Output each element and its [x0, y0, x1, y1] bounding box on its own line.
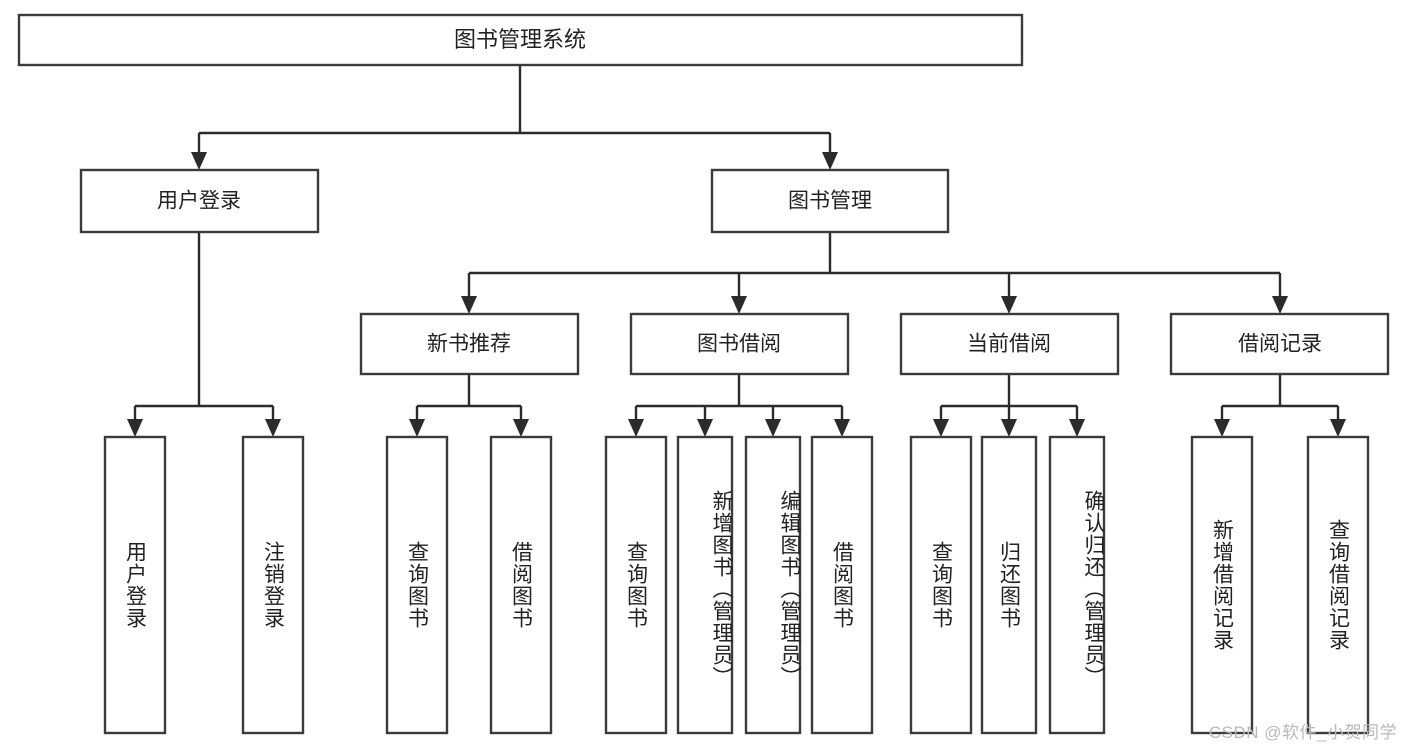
node-user-login-label: 用户登录 — [157, 190, 241, 213]
node-borrow-record-box[interactable] — [1169, 312, 1390, 376]
node-book-management-box[interactable] — [710, 168, 950, 234]
leaf-edit-book-box[interactable] — [744, 435, 802, 735]
leaf-query-book-3-box[interactable] — [909, 435, 973, 735]
arrow-root-to-book-management — [822, 152, 838, 170]
connector-group-book-borrow — [628, 374, 850, 437]
node-borrow-record-label: 借阅记录 — [1238, 333, 1322, 356]
node-book-borrow-label: 图书借阅 — [697, 333, 781, 356]
node-book-borrow-box[interactable] — [629, 312, 850, 376]
csdn-watermark: CSDN @软件_小贺同学 — [1208, 723, 1397, 742]
leaf-add-record-box[interactable] — [1190, 435, 1254, 735]
node-book-management[interactable]: 图书管理 — [710, 168, 950, 234]
connector-group-user-login — [127, 232, 281, 437]
leaf-add-book-box[interactable] — [676, 435, 734, 735]
leaf-user-login-box[interactable] — [103, 435, 167, 735]
arrow-to-leaf-user-login — [127, 419, 143, 437]
arrow-root-to-user-login — [191, 152, 207, 170]
arrow-to-new-book-recommend — [461, 296, 477, 314]
node-new-book-recommend-box[interactable] — [359, 312, 580, 376]
node-user-login[interactable]: 用户登录 — [79, 168, 320, 234]
arrow-to-leaf-add-record — [1214, 419, 1230, 437]
leaf-confirm-return-box[interactable] — [1048, 435, 1106, 735]
arrow-to-current-borrow — [1001, 296, 1017, 314]
arrow-to-book-borrow — [731, 296, 747, 314]
arrow-to-leaf-query-book-3 — [933, 419, 949, 437]
connector-group-book-management — [461, 232, 1288, 314]
leaf-query-book-1-box[interactable] — [385, 435, 449, 735]
connector-group-root — [191, 65, 838, 170]
node-new-book-recommend[interactable]: 新书推荐 — [359, 312, 580, 376]
node-user-login-box[interactable] — [79, 168, 320, 234]
node-book-borrow[interactable]: 图书借阅 — [629, 312, 850, 376]
leaf-user-logout-box[interactable] — [241, 435, 305, 735]
arrow-to-leaf-user-logout — [265, 419, 281, 437]
leaf-borrow-book-1-box[interactable] — [489, 435, 553, 735]
arrow-to-leaf-edit-book — [765, 419, 781, 437]
arrow-to-leaf-borrow-book-1 — [513, 419, 529, 437]
node-current-borrow-label: 当前借阅 — [967, 333, 1051, 356]
leaf-return-book-box[interactable] — [980, 435, 1038, 735]
arrow-to-leaf-borrow-book-2 — [834, 419, 850, 437]
connector-group-borrow-record — [1214, 374, 1346, 437]
connector-group-new-book-recommend — [409, 374, 529, 437]
leaf-query-record-box[interactable] — [1306, 435, 1370, 735]
arrow-to-leaf-query-record — [1330, 419, 1346, 437]
node-current-borrow-box[interactable] — [899, 312, 1120, 376]
arrow-to-leaf-query-book-1 — [409, 419, 425, 437]
node-borrow-record[interactable]: 借阅记录 — [1169, 312, 1390, 376]
connector-group-current-borrow — [933, 374, 1085, 437]
node-root-label: 图书管理系统 — [454, 27, 586, 52]
arrow-to-leaf-confirm-return — [1069, 419, 1085, 437]
node-new-book-recommend-label: 新书推荐 — [427, 333, 511, 356]
arrow-to-leaf-return-book — [1001, 419, 1017, 437]
arrow-to-leaf-query-book-2 — [628, 419, 644, 437]
node-current-borrow[interactable]: 当前借阅 — [899, 312, 1120, 376]
leaf-query-book-2-box[interactable] — [604, 435, 668, 735]
leaf-boxes — [103, 435, 1370, 735]
node-root[interactable]: 图书管理系统 — [17, 13, 1024, 67]
leaf-borrow-book-2-box[interactable] — [810, 435, 874, 735]
node-book-management-label: 图书管理 — [788, 190, 872, 213]
node-root-box[interactable] — [17, 13, 1024, 67]
arrow-to-leaf-add-book — [697, 419, 713, 437]
arrow-to-borrow-record — [1272, 296, 1288, 314]
